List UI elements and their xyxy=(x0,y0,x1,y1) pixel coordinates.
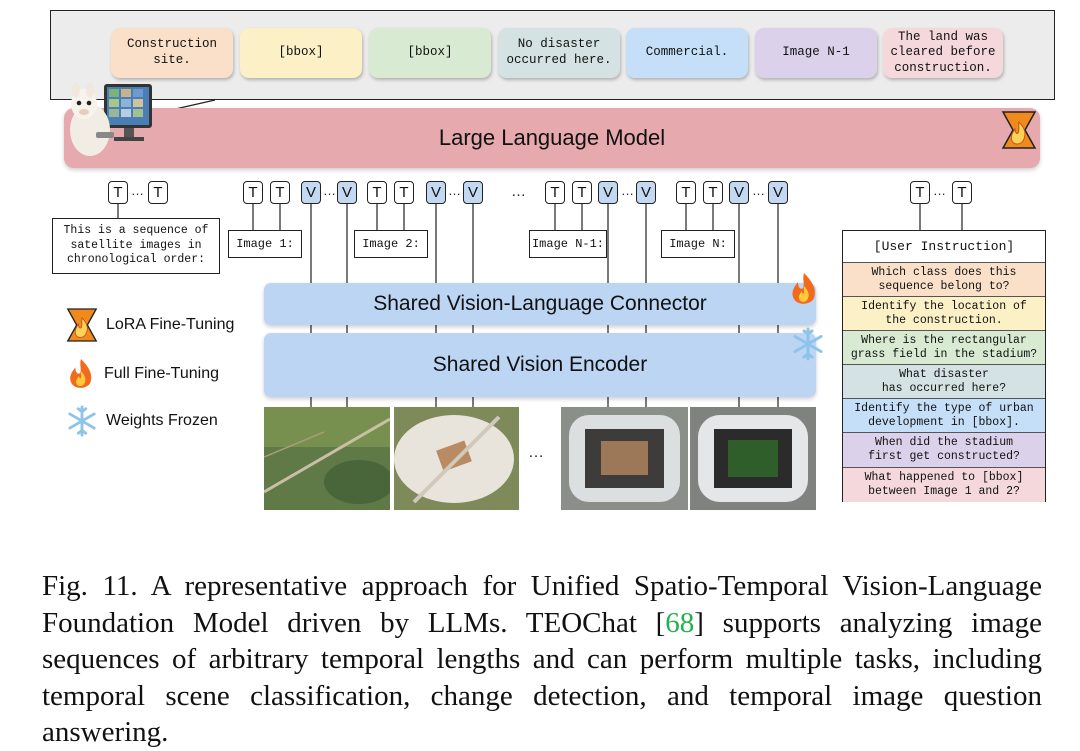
token-v: V xyxy=(301,181,321,204)
output-bbox-1: [bbox] xyxy=(240,28,362,78)
token-t: T xyxy=(243,181,263,204)
token-t: T xyxy=(394,181,414,204)
vision-language-connector-block: Shared Vision-Language Connector xyxy=(264,283,816,325)
image-label-2: Image 2: xyxy=(354,230,428,258)
vision-encoder-block: Shared Vision Encoder xyxy=(264,333,816,397)
token-t: T xyxy=(910,181,930,204)
encoder-label: Shared Vision Encoder xyxy=(432,353,648,376)
satellite-image-2 xyxy=(394,407,519,510)
image-label-n: Image N: xyxy=(661,230,735,258)
legend-lora: LoRA Fine-Tuning xyxy=(66,305,234,345)
token-v: V xyxy=(768,181,788,204)
token-t: T xyxy=(703,181,723,204)
citation-link[interactable]: 68 xyxy=(665,606,695,639)
lora-icon xyxy=(66,308,98,342)
image-sequence-ellipsis: … xyxy=(528,444,544,461)
instruction-item: Which class does this sequence belong to… xyxy=(843,262,1045,296)
connector-label: Shared Vision-Language Connector xyxy=(373,292,707,315)
token-t: T xyxy=(270,181,290,204)
token-v: V xyxy=(636,181,656,204)
output-construction-site: Construction site. xyxy=(111,28,233,78)
satellite-image-n xyxy=(690,407,816,510)
legend-full: Full Fine-Tuning xyxy=(66,358,219,390)
token-ellipsis: … xyxy=(131,183,144,198)
instruction-item: When did the stadium first get construct… xyxy=(843,432,1045,467)
token-ellipsis: … xyxy=(933,183,946,198)
token-t: T xyxy=(367,181,387,204)
snowflake-icon xyxy=(793,327,823,361)
instruction-item: What happened to [bbox] between Image 1 … xyxy=(843,467,1045,502)
legend-label: Full Fine-Tuning xyxy=(104,365,220,382)
output-land-cleared: The land was cleared before construction… xyxy=(883,28,1003,78)
token-ellipsis: … xyxy=(448,183,461,198)
snowflake-icon xyxy=(68,405,96,437)
image-label-n-1: Image N-1: xyxy=(529,230,607,258)
image-label-1: Image 1: xyxy=(228,230,302,258)
token-v: V xyxy=(729,181,749,204)
token-t: T xyxy=(545,181,565,204)
output-no-disaster: No disaster occurred here. xyxy=(498,28,620,78)
legend-frozen: Weights Frozen xyxy=(66,405,218,437)
token-v: V xyxy=(463,181,483,204)
caption-suffix: ] supports analyzing image sequences of … xyxy=(42,606,1042,749)
user-instruction-header: [User Instruction] xyxy=(873,238,1015,254)
figure-caption: Fig. 11. A representative approach for U… xyxy=(42,568,1042,751)
token-t: T xyxy=(952,181,972,204)
system-prompt-box: This is a sequence of satellite images i… xyxy=(52,218,220,274)
satellite-image-1 xyxy=(264,407,390,510)
token-ellipsis: … xyxy=(621,183,634,198)
token-v: V xyxy=(426,181,446,204)
instruction-item: Where is the rectangular grass field in … xyxy=(843,330,1045,364)
token-t: T xyxy=(676,181,696,204)
caption-prefix: Fig. 11. A representative approach for U… xyxy=(42,570,1042,639)
legend-label: Weights Frozen xyxy=(106,412,218,429)
lora-icon xyxy=(1001,111,1037,149)
legend-label: LoRA Fine-Tuning xyxy=(106,316,235,333)
user-instruction-panel: [User Instruction] Which class does this… xyxy=(842,230,1046,502)
output-commercial: Commercial. xyxy=(626,28,748,78)
token-v: V xyxy=(598,181,618,204)
instruction-item: Identify the type of urban development i… xyxy=(843,398,1045,432)
fire-icon xyxy=(70,358,92,388)
output-bbox-2: [bbox] xyxy=(369,28,491,78)
large-language-model-block: Large Language Model xyxy=(64,108,1040,168)
token-ellipsis: … xyxy=(752,183,765,198)
instruction-item: Identify the location of the constructio… xyxy=(843,296,1045,330)
token-ellipsis: … xyxy=(323,183,336,198)
token-t: T xyxy=(572,181,592,204)
output-image-n-1: Image N-1 xyxy=(755,28,877,78)
llama-mascot-icon xyxy=(70,82,152,156)
fire-icon xyxy=(792,273,815,304)
sequence-ellipsis: … xyxy=(511,183,526,200)
token-t: T xyxy=(148,181,168,204)
llm-label: Large Language Model xyxy=(438,125,666,150)
instruction-item: What disaster has occurred here? xyxy=(843,364,1045,398)
satellite-image-n-1 xyxy=(561,407,688,510)
token-t: T xyxy=(108,181,128,204)
token-v: V xyxy=(337,181,357,204)
